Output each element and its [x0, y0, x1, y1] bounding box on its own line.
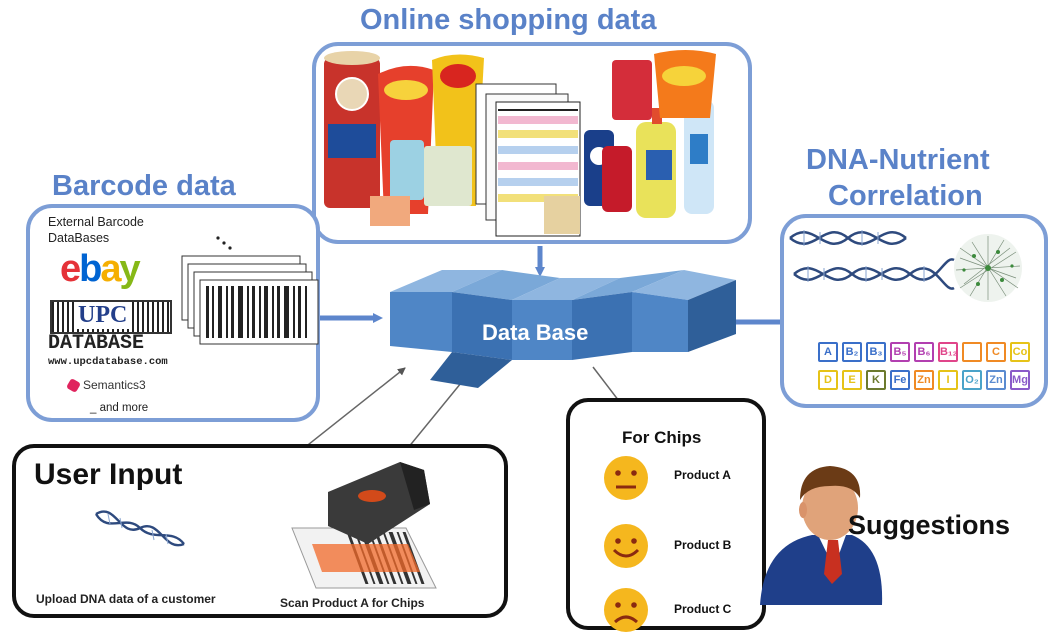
ebay-logo: ebay ebay	[60, 248, 141, 290]
vitamin-tile: O₂	[962, 370, 982, 390]
external-databases-label: External Barcode DataBases	[48, 215, 144, 245]
barcode-scanner-icon	[291, 462, 437, 589]
happy-face-icon	[604, 524, 648, 568]
barcode-stack-icon	[181, 236, 319, 345]
product-c-label: Product C	[674, 602, 732, 616]
database-label: Data Base	[482, 320, 589, 345]
and-more-label: _ and more	[90, 402, 149, 414]
user-input-panel: User Input	[12, 444, 508, 618]
chips-title: For Chips	[622, 428, 702, 447]
upc-logo: UPC	[50, 300, 172, 334]
vitamin-tile: B₆	[914, 342, 934, 362]
user-input-title: User Input	[34, 458, 183, 491]
vitamin-tile: Zn	[986, 370, 1006, 390]
network-graph-icon	[954, 234, 1022, 302]
user-input-graphics	[94, 462, 437, 589]
vitamin-tile: B₃	[866, 342, 886, 362]
vitamin-tile: B₁₂	[938, 342, 958, 362]
dna-helix-image	[789, 230, 1022, 302]
vitamin-tile: D	[818, 370, 838, 390]
chips-panel: For Chips Product A Product B Product C	[566, 398, 766, 632]
vitamin-tile: E	[842, 370, 862, 390]
suggestions-label: Suggestions	[848, 510, 1011, 540]
product-b-label: Product B	[674, 538, 732, 552]
vitamin-tile: A	[818, 342, 838, 362]
upc-url: www.upcdatabase.com	[48, 356, 168, 368]
vitamin-tile: K	[866, 370, 886, 390]
upc-database-word: DATABASE	[48, 332, 145, 355]
grocery-products-image	[324, 50, 716, 237]
dna-strand-icon	[94, 510, 185, 547]
semantics3-logo: Semantics3	[65, 378, 146, 394]
vitamin-tile: B₂	[842, 342, 862, 362]
barcode-panel: External Barcode DataBases ebay ebay UPC…	[26, 204, 320, 422]
vitamin-tile: Zn	[914, 370, 934, 390]
product-b-row: Product B	[570, 522, 762, 572]
product-a-row: Product A	[570, 454, 762, 504]
vitamin-tile: Mg	[1010, 370, 1030, 390]
dna-nutrient-title-line1: DNA-Nutrient	[806, 144, 990, 176]
vitamin-tile: C	[986, 342, 1006, 362]
online-shopping-panel	[312, 42, 752, 244]
scan-product-caption: Scan Product A for Chips	[280, 596, 425, 610]
vitamin-tile: Co	[1010, 342, 1030, 362]
product-c-row: Product C	[570, 586, 762, 636]
barcode-title: Barcode data	[52, 170, 236, 202]
vitamin-tile	[962, 342, 982, 362]
vitamin-tile: I	[938, 370, 958, 390]
dna-nutrient-title-line2: Correlation	[828, 180, 983, 212]
neutral-face-icon	[604, 456, 648, 500]
product-a-label: Product A	[674, 468, 731, 482]
sad-face-icon	[604, 588, 648, 632]
vitamin-tile: B₅	[890, 342, 910, 362]
vitamin-tile: Fe	[890, 370, 910, 390]
online-shopping-title: Online shopping data	[360, 4, 657, 36]
dna-upload-caption: Upload DNA data of a customer	[36, 592, 216, 606]
